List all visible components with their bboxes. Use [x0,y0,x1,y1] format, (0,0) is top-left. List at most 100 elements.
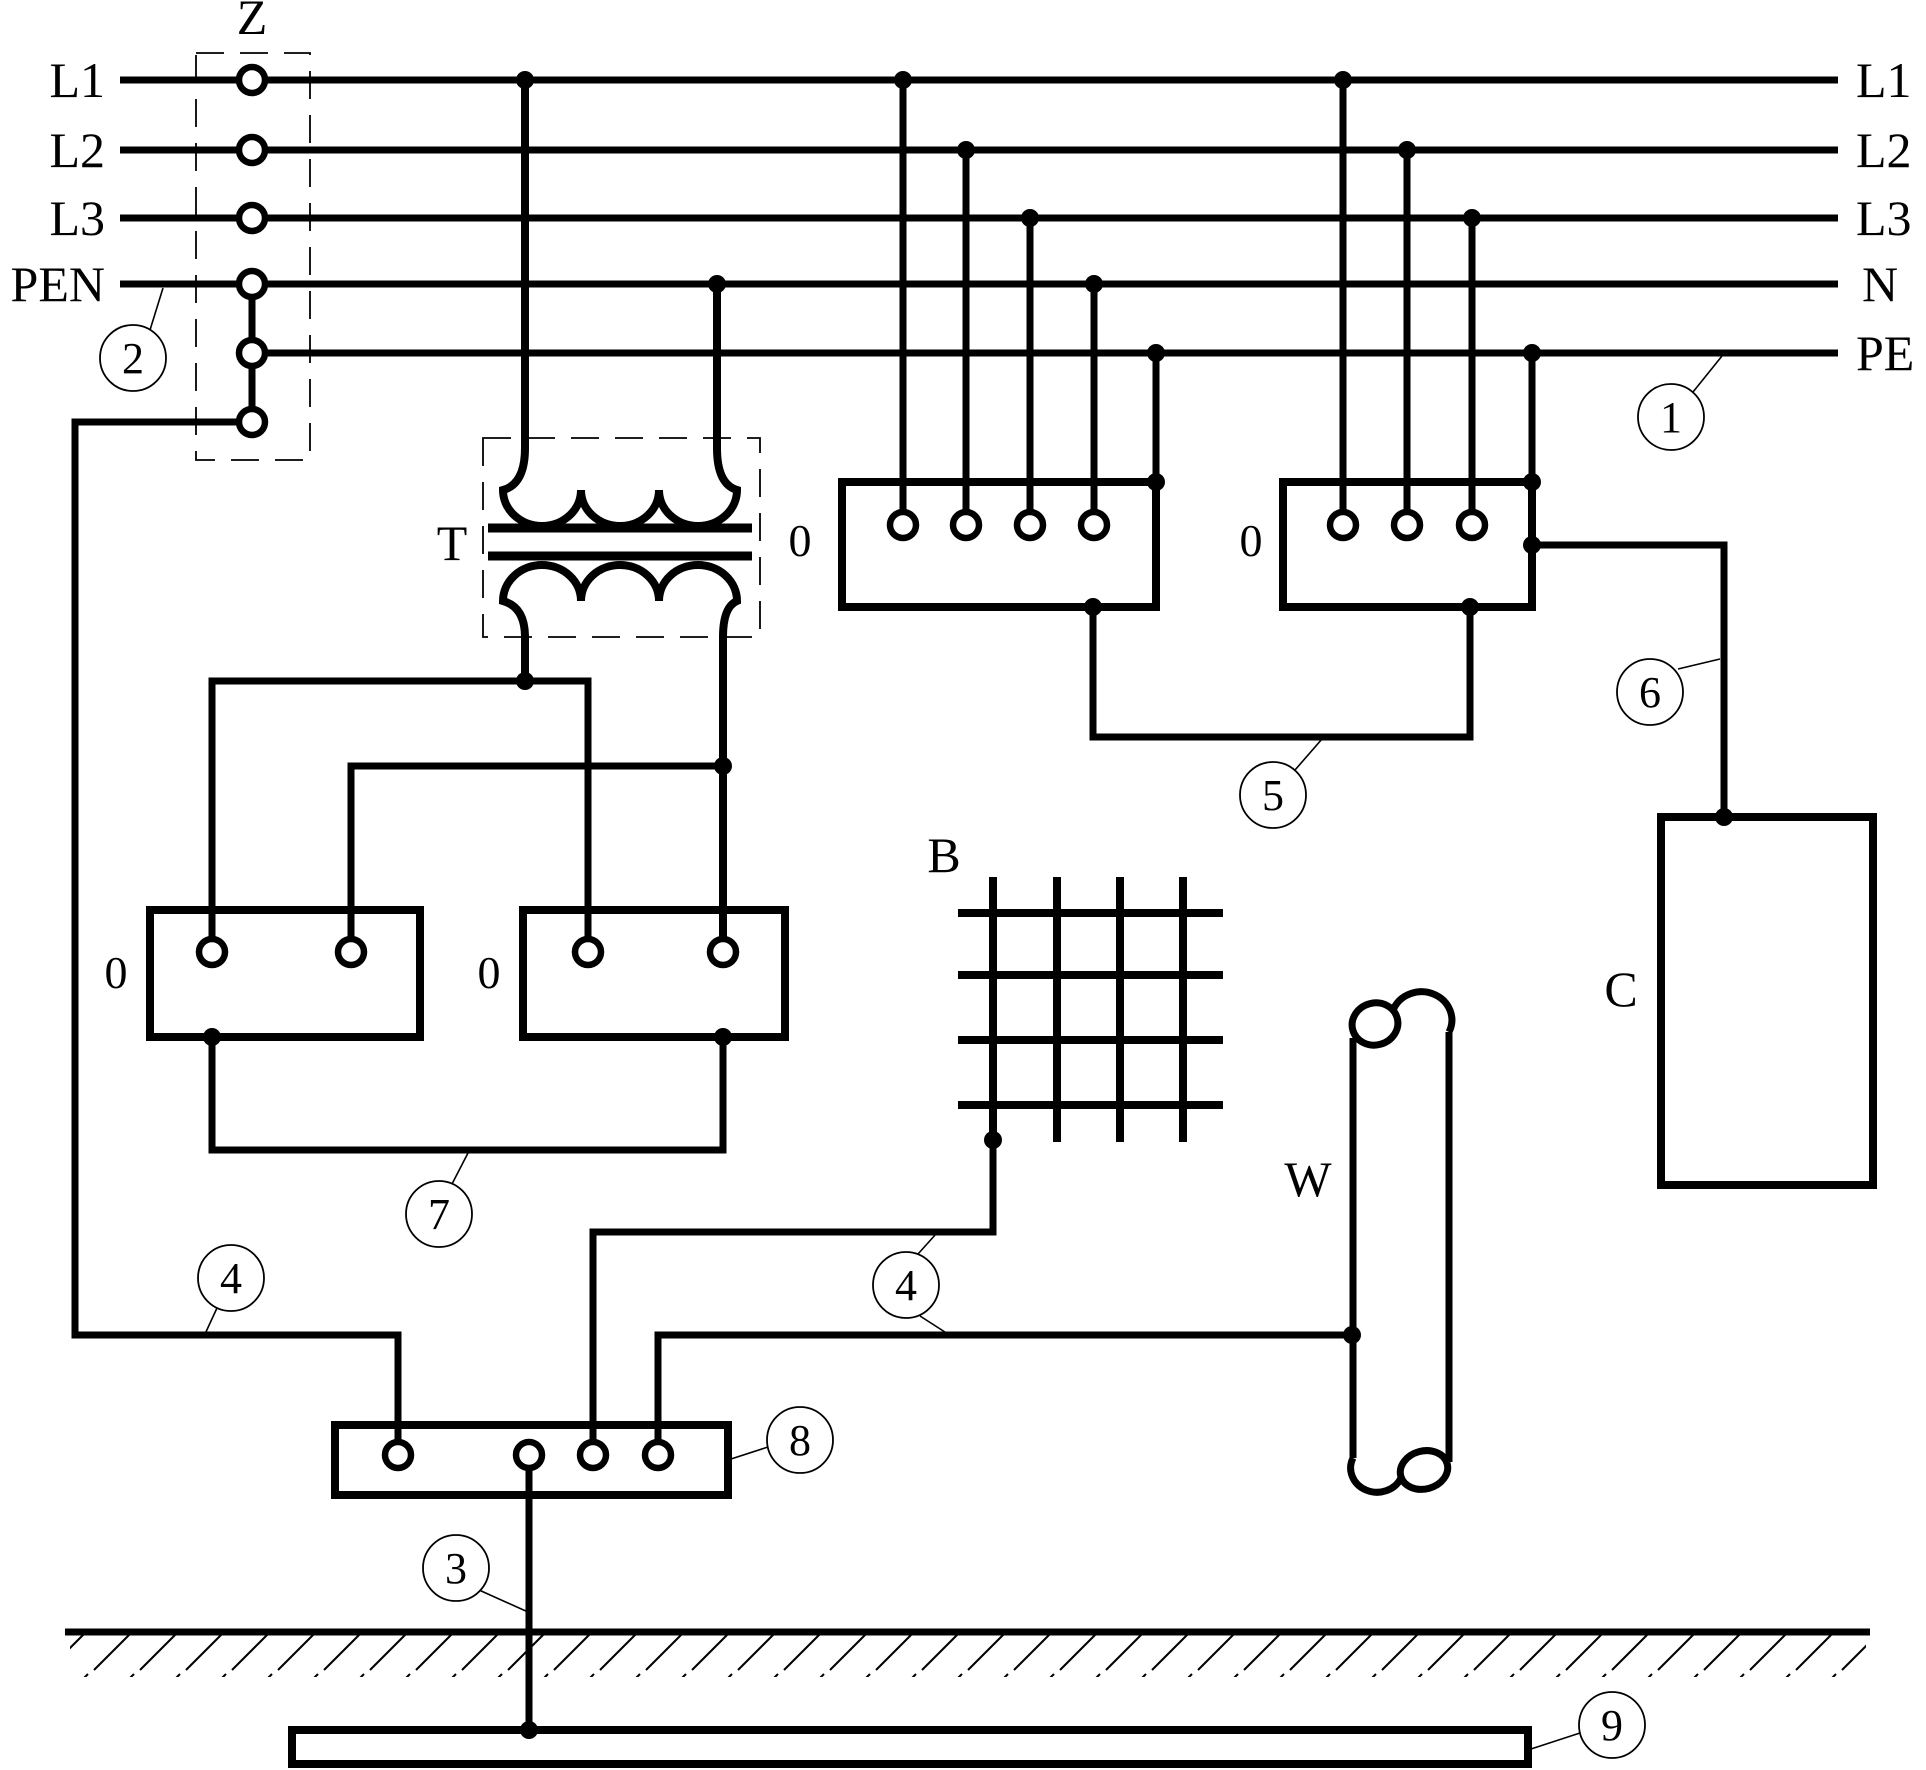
callout-4b-leader-up [917,1233,937,1255]
junction-dot [516,71,534,89]
callout-9-circle [1578,1691,1646,1759]
box2-terminal-2 [1390,508,1424,542]
junction-dot [1021,209,1039,227]
junction-dot [1715,808,1733,826]
label-zero-box4: 0 [478,947,501,998]
label-equipment-c: C [1604,961,1637,1017]
bus-label-right-l3: L3 [1856,190,1912,246]
z-terminal-l3 [235,201,269,235]
impedance-z-dashed-box [195,52,311,461]
junction-dot [1523,473,1541,491]
bus-lines [120,76,1838,357]
callout-9-leader [1530,1732,1581,1750]
pipe-bottom-bend [1347,1456,1405,1496]
callout-3-leader [478,1589,529,1613]
junction-dot [1523,344,1541,362]
earthing-conductor-left [71,418,402,1455]
pipe-top-opening [1348,999,1402,1049]
junction-dot [1523,536,1541,554]
callout-3-number: 3 [445,1544,467,1593]
junction-dot [1398,141,1416,159]
bus-label-left-pen: PEN [11,256,105,312]
transformer-secondary-winding [498,561,742,952]
junction-dot [714,757,732,775]
equipment-c-box [1657,813,1877,1189]
callout-8-number: 8 [789,1416,811,1465]
label-zero-box3: 0 [105,947,128,998]
callout-1-leader [1692,355,1723,393]
callout-5-number: 5 [1262,771,1284,820]
junction-dot [1334,71,1352,89]
bar-terminal-2 [512,1438,546,1472]
z-terminal-l1 [235,63,269,97]
earthing-conductor-pipe [654,1331,1352,1455]
bus-label-right-l2: L2 [1856,122,1912,178]
bus-label-right-pe: PE [1856,325,1914,381]
z-terminal-pen [235,267,269,301]
junction-dot [1343,1326,1361,1344]
junction-dot [984,1131,1002,1149]
callout-2-number: 2 [122,334,144,383]
callout-2-leader [149,287,164,331]
device-box-left-1 [146,906,424,1041]
junction-dot [516,672,534,690]
labels: L1 L2 L3 PEN L1 L2 L3 N PE Z T B W C 0 0… [11,0,1915,1207]
callout-8-circle [766,1406,834,1474]
callout-6-circle [1616,658,1684,726]
callout-4b-circle [872,1251,940,1319]
bus-label-left-l2: L2 [49,122,105,178]
box2-terminal-1 [1326,508,1360,542]
pipe-top-bend [1390,988,1456,1034]
box3-terminal-2 [334,935,368,969]
box4-terminal-1 [571,935,605,969]
callout-4a-leader [204,1307,218,1335]
callout-5-leader [1294,738,1323,771]
callout-4b-leader-down [919,1315,949,1335]
label-impedance-z: Z [237,0,268,45]
bonding-conductor-7 [208,1037,727,1154]
callout-7-number: 7 [428,1190,450,1239]
earthing-conductor-grid [589,1140,997,1455]
box1-terminal-4 [1077,508,1111,542]
junction-dot [1085,275,1103,293]
label-zero-box2: 0 [1240,515,1263,566]
secondary-wire-2 [347,762,723,952]
label-grid-b: B [927,827,960,883]
secondary-wire-1 [208,677,592,952]
callout-7-leader [451,1152,469,1185]
junction-dot [1147,344,1165,362]
bus-label-left-l3: L3 [49,190,105,246]
callout-4a-circle [197,1244,265,1312]
bus-label-left-l1: L1 [49,52,105,108]
junction-dot [203,1028,221,1046]
transformer-dashed-box [482,437,761,638]
box3-terminal-1 [195,935,229,969]
junction-dot [957,141,975,159]
junction-dot [1461,598,1479,616]
box1-terminal-2 [949,508,983,542]
callout-6-leader [1677,658,1721,670]
bar-terminal-4 [641,1438,675,1472]
junction-dot [708,275,726,293]
box1-terminal-3 [1013,508,1047,542]
callout-2-circle [99,324,167,392]
bus-label-right-l1: L1 [1856,52,1912,108]
label-pipe-w: W [1284,1151,1332,1207]
z-terminal-earth [235,405,269,439]
callout-3-circle [422,1534,490,1602]
bus-label-right-n: N [1862,256,1898,312]
junction-dot [894,71,912,89]
label-zero-box1: 0 [789,515,812,566]
junction-dot [520,1721,538,1739]
bonding-conductor-5 [1089,607,1474,741]
ground-surface [65,1628,1870,1677]
box4-terminal-2 [706,935,740,969]
callout-6-number: 6 [1639,668,1661,717]
terminals [195,63,1489,1472]
bonding-conductor-6 [1532,541,1728,817]
pipe-bottom-opening [1396,1447,1452,1493]
earth-electrode-bar [288,1726,1532,1768]
ground-hatching [70,1635,1866,1677]
